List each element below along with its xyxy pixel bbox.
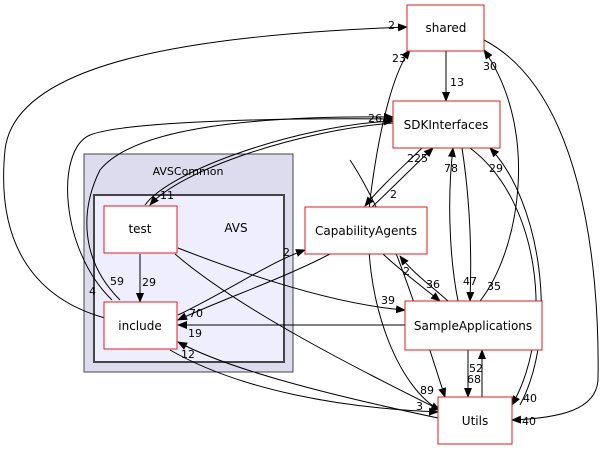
edge-label: 26 bbox=[368, 112, 382, 125]
edge-label: 40 bbox=[523, 392, 537, 405]
edge-label: 36 bbox=[426, 278, 440, 291]
edge-capagents-sampleapps bbox=[382, 253, 441, 302]
edge-label: 4 bbox=[89, 285, 96, 298]
edge-sampleapps-capagents bbox=[399, 255, 449, 302]
edge-label: 2 bbox=[388, 19, 395, 32]
edge-utils-sdkinterfaces bbox=[489, 147, 542, 406]
edge-capagents-include bbox=[177, 253, 331, 321]
node-capabilityagents-label: CapabilityAgents bbox=[315, 224, 417, 238]
cluster-avscommon-label: AVSCommon bbox=[153, 165, 224, 178]
edge-label: 78 bbox=[444, 162, 458, 175]
edge-test-sdkinterfaces bbox=[144, 117, 394, 206]
edge-capagents-sdkinterfaces bbox=[371, 147, 434, 208]
edge-label: 225 bbox=[407, 152, 428, 165]
edge-label: 3 bbox=[416, 400, 423, 413]
edge-label: 2 bbox=[283, 246, 290, 259]
node-test[interactable]: test bbox=[103, 205, 178, 254]
edge-label: 68 bbox=[467, 373, 481, 386]
edge-shared-utils bbox=[483, 39, 599, 424]
edge-sdkinterfaces-utils bbox=[469, 147, 537, 406]
edge-label: 29 bbox=[489, 162, 503, 175]
edge-include-utils bbox=[169, 349, 439, 416]
node-sdkinterfaces[interactable]: SDKInterfaces bbox=[392, 100, 501, 149]
edge-label: 59 bbox=[110, 275, 124, 288]
node-sampleapplications[interactable]: SampleApplications bbox=[404, 300, 543, 351]
node-capabilityagents[interactable]: CapabilityAgents bbox=[304, 206, 428, 255]
edge-label: 39 bbox=[381, 294, 395, 307]
node-utils[interactable]: Utils bbox=[437, 396, 513, 445]
edge-label: 12 bbox=[181, 348, 195, 361]
edge-label: 19 bbox=[188, 327, 202, 340]
edge-include-capagents bbox=[177, 249, 306, 316]
edge-label: 30 bbox=[483, 60, 497, 73]
edge-sampleapps-sdkinterfaces bbox=[447, 147, 459, 302]
node-include-label: include bbox=[118, 319, 161, 333]
edge-label: 89 bbox=[420, 384, 434, 397]
node-sdkinterfaces-label: SDKInterfaces bbox=[404, 118, 489, 132]
edge-label: 70 bbox=[189, 307, 203, 320]
cluster-avs-label: AVS bbox=[224, 221, 247, 235]
node-utils-label: Utils bbox=[462, 414, 488, 428]
edge-include-shared bbox=[3, 23, 408, 319]
node-test-label: test bbox=[128, 222, 151, 236]
edge-include-sdkinterfaces-2 bbox=[86, 112, 394, 301]
edge-label: 35 bbox=[487, 280, 501, 293]
edge-label: 23 bbox=[392, 52, 406, 65]
edge-test-utils bbox=[174, 253, 441, 411]
edge-label: 2 bbox=[403, 265, 410, 278]
edge-include-sdkinterfaces bbox=[67, 114, 394, 301]
edge-labels: 2 23 13 30 35 26 225 2 78 29 11 59 4 29 … bbox=[89, 19, 537, 428]
edge-label: 2 bbox=[390, 188, 397, 201]
node-include[interactable]: include bbox=[103, 301, 178, 350]
edge-capagents-utils bbox=[349, 159, 447, 398]
edge-label: 13 bbox=[450, 76, 464, 89]
edge-label: 40 bbox=[522, 415, 536, 428]
edge-label: 52 bbox=[469, 362, 483, 375]
edge-label: 11 bbox=[160, 189, 174, 202]
edge-sampleapps-shared bbox=[479, 49, 519, 302]
node-shared-label: shared bbox=[426, 21, 467, 35]
edge-label: 29 bbox=[142, 276, 156, 289]
edges bbox=[3, 23, 599, 424]
node-sampleapplications-label: SampleApplications bbox=[414, 319, 532, 333]
edge-label: 47 bbox=[463, 275, 477, 288]
edge-sdkinterfaces-test bbox=[149, 122, 394, 206]
node-shared[interactable]: shared bbox=[406, 4, 485, 52]
edge-sdkinterfaces-sampleapps bbox=[461, 147, 475, 302]
edge-test-sampleapps bbox=[177, 247, 406, 314]
